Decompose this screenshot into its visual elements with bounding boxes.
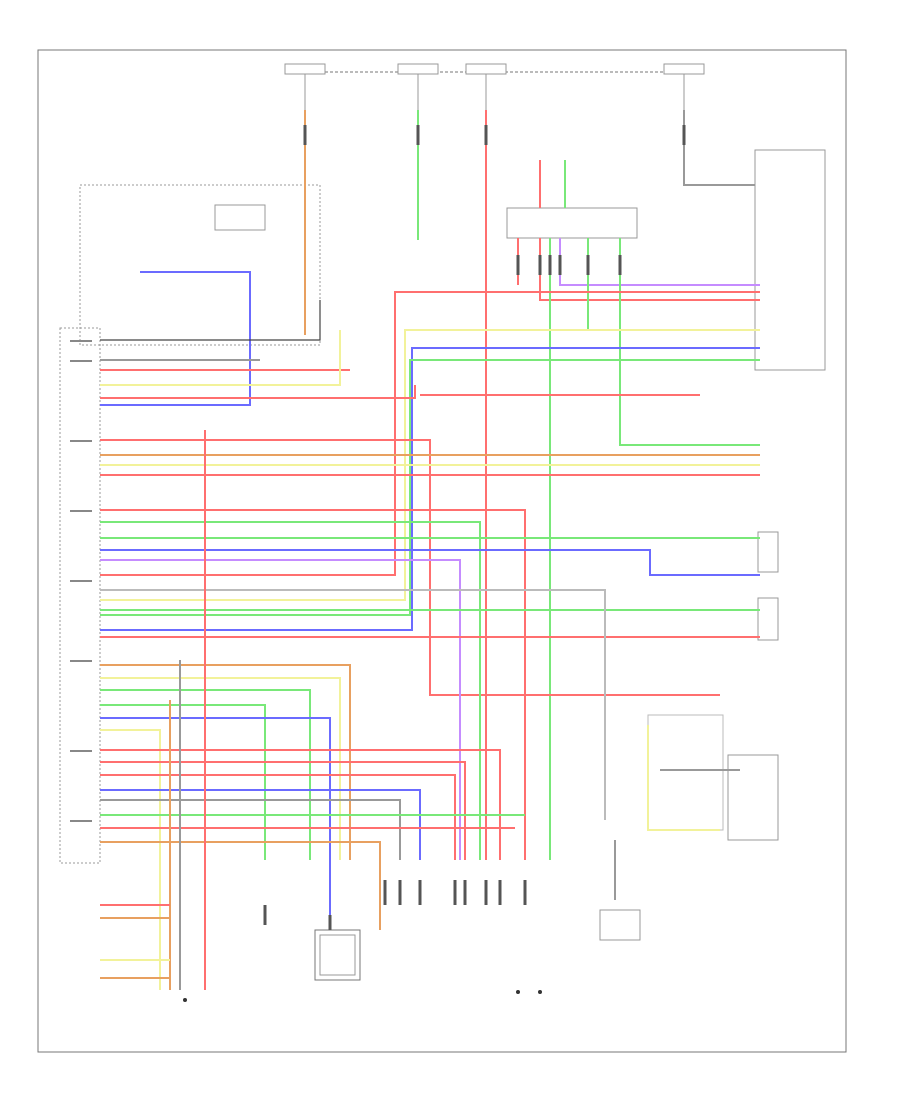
wire-red-7 bbox=[100, 385, 416, 399]
wire-blue-2 bbox=[100, 271, 251, 406]
wire-violet-1 bbox=[559, 238, 760, 286]
wire-black-1 bbox=[100, 300, 321, 341]
wire-gray-4 bbox=[100, 799, 401, 860]
center-module bbox=[506, 207, 638, 239]
top-right-connector bbox=[754, 149, 826, 371]
bottom-connector-2 bbox=[319, 934, 356, 976]
wire-yellow-2 bbox=[100, 330, 341, 386]
relay-component bbox=[214, 204, 266, 231]
bottom-dot-3 bbox=[183, 998, 187, 1002]
bottom-dot-1 bbox=[516, 990, 520, 994]
wire-red-13 bbox=[100, 749, 501, 860]
wire-red-4 bbox=[539, 238, 760, 301]
fuse-block-4 bbox=[663, 63, 705, 110]
wire-green-11 bbox=[100, 704, 266, 860]
wire-blue-4 bbox=[100, 717, 331, 920]
ecm-pin-markers bbox=[70, 340, 92, 822]
wire-green-6 bbox=[100, 359, 760, 616]
right-switch-box bbox=[727, 754, 779, 841]
bottom-connector-1 bbox=[314, 929, 361, 981]
right-connector-box bbox=[647, 714, 724, 831]
wire-blue-1 bbox=[100, 347, 760, 631]
wire-gray-1 bbox=[683, 110, 755, 186]
main-relay-box bbox=[79, 184, 321, 346]
fuse-block-3 bbox=[465, 63, 507, 110]
wire-blue-3 bbox=[100, 549, 760, 576]
wire-gray-3 bbox=[100, 589, 606, 820]
wire-green-7 bbox=[100, 521, 481, 860]
engine-control-module bbox=[59, 327, 101, 864]
diagram-border bbox=[37, 49, 847, 1053]
connector-markers bbox=[263, 125, 686, 930]
fuse-block-1 bbox=[284, 63, 326, 110]
right-sensor-1 bbox=[757, 531, 779, 573]
wire-red-5 bbox=[100, 291, 760, 576]
wire-red-15 bbox=[100, 774, 456, 860]
bottom-dot-2 bbox=[538, 990, 542, 994]
wire-violet-2 bbox=[100, 559, 461, 860]
right-sensor-2 bbox=[757, 597, 779, 641]
wire-green-10 bbox=[100, 689, 311, 860]
wire-blue-5 bbox=[100, 789, 421, 860]
wire-yellow-5 bbox=[100, 729, 161, 990]
wire-green-5 bbox=[619, 238, 760, 446]
wire-orange-3 bbox=[100, 664, 351, 860]
wire-red-14 bbox=[100, 761, 466, 860]
wire-red-8 bbox=[100, 439, 720, 696]
wire-red-11 bbox=[100, 509, 526, 860]
wire-orange-4 bbox=[100, 841, 381, 930]
wire-yellow-6 bbox=[647, 725, 720, 831]
bottom-connector-3 bbox=[599, 909, 641, 941]
wires bbox=[100, 110, 760, 990]
fuse-block-2 bbox=[397, 63, 439, 110]
